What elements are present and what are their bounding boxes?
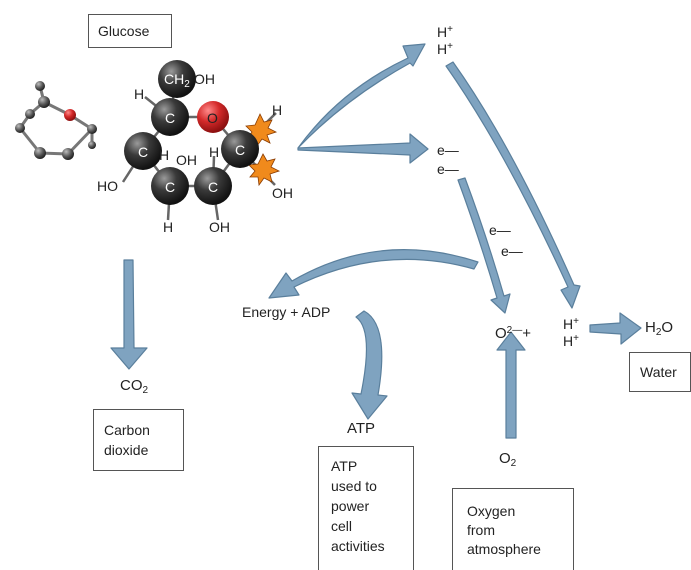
water-formula-label: H2O <box>645 319 674 339</box>
small-atom <box>15 123 25 133</box>
ring-oxygen-label: O <box>207 110 218 126</box>
atp-label: ATP <box>347 420 376 437</box>
small-atom <box>88 141 96 149</box>
small-molecule-model <box>15 81 97 160</box>
arrow-down-to-co2 <box>110 259 148 370</box>
hydrogen-label: H <box>209 144 220 160</box>
hydroxyl-label: OH <box>209 219 230 235</box>
h-plus-label: H+ <box>563 316 579 332</box>
hydrogen-label: H <box>163 219 174 235</box>
oxygen-box: Oxygen from atmosphere <box>452 488 574 570</box>
carbon-label: C <box>165 110 176 126</box>
small-atom <box>25 109 35 119</box>
h-plus-label: H+ <box>437 41 453 57</box>
arrow-electrons-to-energy <box>268 249 479 299</box>
atp-used-box-line: power <box>331 498 370 514</box>
glucose-box-label: Glucose <box>98 23 150 39</box>
electron-label: e— <box>489 222 511 238</box>
carbon-atom <box>151 167 189 205</box>
ch2oh-label-rest: OH <box>194 71 215 87</box>
flow-arrows <box>110 43 642 439</box>
carbon-atom <box>221 130 259 168</box>
hydroxyl-label: OH <box>176 152 197 168</box>
atp-used-box-line: cell <box>331 518 353 534</box>
electron-label: e— <box>437 142 459 158</box>
hydroxyl-label: OH <box>272 185 293 201</box>
ring-oxygen-atom <box>197 101 229 133</box>
carbon-atom <box>124 132 162 170</box>
oxygen-box-line: atmosphere <box>467 541 541 557</box>
carbon-atom <box>158 60 196 98</box>
small-atom <box>62 148 74 160</box>
oxygen-box-line: from <box>467 522 495 538</box>
hydroxyl-left-label: HO <box>97 178 118 194</box>
electron-label: e— <box>501 243 523 259</box>
carbon-dioxide-box-line: Carbon <box>104 422 150 438</box>
electron-label: e— <box>437 161 459 177</box>
arrow-to-h-plus <box>297 43 426 149</box>
h-plus-label: H+ <box>563 333 579 349</box>
arrow-h-plus-down <box>445 61 581 309</box>
ch2oh-label: CH2 <box>164 71 190 90</box>
small-atom <box>35 81 45 91</box>
atp-used-box-line: ATP <box>331 458 358 474</box>
h-plus-label: H+ <box>437 24 453 40</box>
atp-used-box-line: activities <box>331 538 385 554</box>
arrow-adp-to-atp <box>351 310 388 420</box>
spark-icon <box>248 153 281 187</box>
arrow-electrons-down <box>457 177 511 314</box>
carbon-label: C <box>235 142 246 158</box>
glucose-molecule <box>124 60 259 205</box>
carbon-dioxide-box: Carbon dioxide <box>93 409 184 471</box>
water-box-label: Water <box>640 364 677 380</box>
glucose-box: Glucose <box>88 14 172 48</box>
arrow-o2-up <box>496 331 526 439</box>
small-atom <box>87 124 97 134</box>
hydrogen-label: H <box>134 86 145 102</box>
carbon-label: C <box>208 179 219 195</box>
atp-used-box-line: used to <box>331 478 377 494</box>
small-atom <box>38 96 50 108</box>
carbon-label: C <box>138 144 149 160</box>
hydrogen-label: H <box>272 102 283 118</box>
oxide-ion-label: O2—+ <box>495 325 531 342</box>
small-atom-oxygen <box>64 109 76 121</box>
arrow-to-electrons <box>297 133 429 164</box>
oxygen-box-line: Oxygen <box>467 503 516 519</box>
carbon-atom <box>194 167 232 205</box>
water-box: Water <box>629 352 691 392</box>
energy-adp-label: Energy + ADP <box>242 304 331 320</box>
co2-label: CO2 <box>120 377 149 397</box>
small-atom <box>34 147 46 159</box>
arrow-to-water <box>589 312 642 345</box>
o2-label: O2 <box>499 450 517 470</box>
carbon-label: C <box>165 179 176 195</box>
carbon-atom <box>151 98 189 136</box>
hydrogen-label: H <box>159 147 170 163</box>
carbon-dioxide-box-line: dioxide <box>104 442 149 458</box>
atp-used-box: ATP used to power cell activities <box>318 446 414 570</box>
